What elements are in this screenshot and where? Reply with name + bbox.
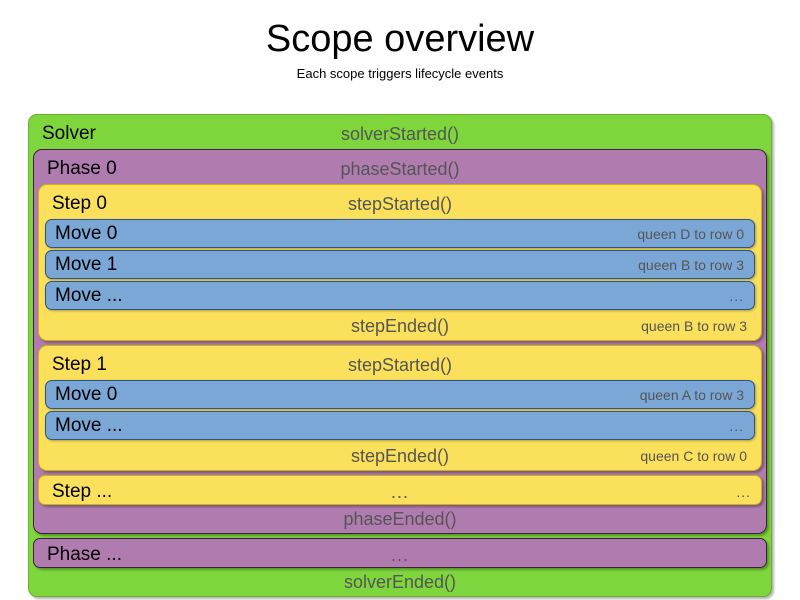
move-row[interactable]: Move 0 queen D to row 0 [45,219,755,248]
solver-ended-event: solverEnded() [343,571,457,592]
phase-collapsed-event: ... [390,544,409,565]
step-collapsed-label: Step ... [52,481,113,502]
phase-0-footer-band: phaseEnded() [38,505,762,533]
solver-scope-label: Solver [42,123,96,144]
move-detail: queen B to row 3 [638,256,744,273]
step-1-scope-label: Step 1 [52,354,107,375]
move-row[interactable]: Move 0 queen A to row 3 [45,380,755,409]
page-subtitle: Each scope triggers lifecycle events [296,65,504,81]
phase-0-header-band: Phase 0 phaseStarted() [38,154,762,184]
step-collapsed-event: ... [390,481,409,502]
step-started-event: stepStarted() [347,193,453,214]
step-started-event: stepStarted() [347,354,453,375]
move-row[interactable]: Move ... ... [45,281,755,310]
solver-scope[interactable]: Solver solverStarted() Phase 0 phaseStar… [28,114,772,597]
step-1-scope[interactable]: Step 1 stepStarted() Move 0 queen A to r… [38,345,762,471]
move-detail: queen D to row 0 [637,225,744,242]
step-0-footer-band: stepEnded() queen B to row 3 [43,312,757,340]
move-label: Move 0 [55,383,118,405]
move-label: Move 1 [55,253,118,275]
phase-collapsed-label: Phase ... [47,544,122,565]
step-ended-detail: queen C to row 0 [640,448,747,464]
move-row[interactable]: Move ... ... [45,411,755,440]
step-1-footer-band: stepEnded() queen C to row 0 [43,442,757,470]
phase-started-event: phaseStarted() [340,158,460,179]
step-0-scope-label: Step 0 [52,193,107,214]
move-label: Move 0 [55,222,118,244]
step-0-header-band: Step 0 stepStarted() [43,189,757,219]
solver-footer-band: solverEnded() [33,568,767,596]
move-label: Move ... [55,414,123,436]
step-0-scope[interactable]: Step 0 stepStarted() Move 0 queen D to r… [38,184,762,341]
phase-0-scope[interactable]: Phase 0 phaseStarted() Step 0 stepStarte… [33,149,767,534]
page-header: Scope overview Each scope triggers lifec… [0,0,800,81]
move-detail: ... [729,417,744,434]
page-title: Scope overview [265,18,535,60]
scope-overview-diagram: Solver solverStarted() Phase 0 phaseStar… [28,114,772,597]
step-1-move-list: Move 0 queen A to row 3 Move ... ... [43,380,757,440]
step-collapsed-detail: ... [736,484,751,500]
step-ended-detail: queen B to row 3 [641,318,747,334]
step-collapsed-scope[interactable]: Step ... ... ... [38,475,762,505]
step-0-move-list: Move 0 queen D to row 0 Move 1 queen B t… [43,219,757,310]
solver-started-event: solverStarted() [340,123,460,144]
phase-0-scope-label: Phase 0 [47,158,117,179]
move-row[interactable]: Move 1 queen B to row 3 [45,250,755,279]
solver-header-band: Solver solverStarted() [33,119,767,149]
move-detail: queen A to row 3 [639,386,744,403]
phase-ended-event: phaseEnded() [343,508,457,529]
move-detail: ... [729,287,744,304]
phase-collapsed-scope[interactable]: Phase ... ... [33,538,767,568]
move-label: Move ... [55,284,123,306]
step-1-header-band: Step 1 stepStarted() [43,350,757,380]
